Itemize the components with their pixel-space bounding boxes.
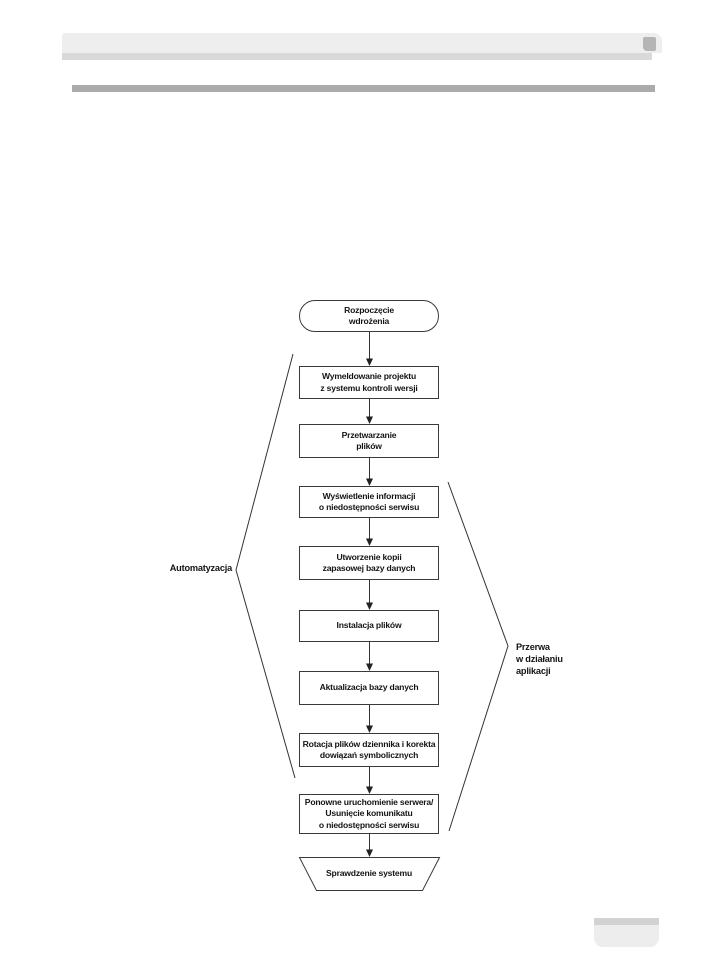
start-node: Rozpoczęcie wdrożenia <box>299 300 439 332</box>
node-install-files: Instalacja plików <box>299 610 439 642</box>
downtime-bracket <box>447 481 509 832</box>
system-check-shape <box>298 857 441 891</box>
page-footer-tab <box>594 918 659 947</box>
downtime-bracket-label: Przerwa w działaniu aplikacji <box>516 642 563 676</box>
node-process-files: Przetwarzanie plików <box>299 424 439 458</box>
section-divider-rule <box>72 85 655 92</box>
node-rotate-logs: Rotacja plików dziennika i korekta dowią… <box>299 733 439 767</box>
node-update-database: Aktualizacja bazy danych <box>299 671 439 705</box>
node-display-unavailability-notice: Wyświetlenie informacji o niedostępności… <box>299 486 439 518</box>
node-restart-server: Ponowne uruchomienie serwera/ Usunięcie … <box>299 794 439 834</box>
node-checkout-project: Wymeldowanie projektu z systemu kontroli… <box>299 366 439 399</box>
node-backup-database: Utworzenie kopii zapasowej bazy danych <box>299 546 439 580</box>
page-footer-tab-edge <box>594 918 659 925</box>
page-header-bar <box>62 33 662 53</box>
flow-arrowheads <box>366 358 373 857</box>
automation-bracket <box>235 353 296 779</box>
page-header-shadow <box>62 53 652 60</box>
page-corner-icon <box>643 37 656 51</box>
automation-bracket-label: Automatyzacja <box>169 563 232 573</box>
end-node-system-check: Sprawdzenie systemu <box>326 868 412 879</box>
